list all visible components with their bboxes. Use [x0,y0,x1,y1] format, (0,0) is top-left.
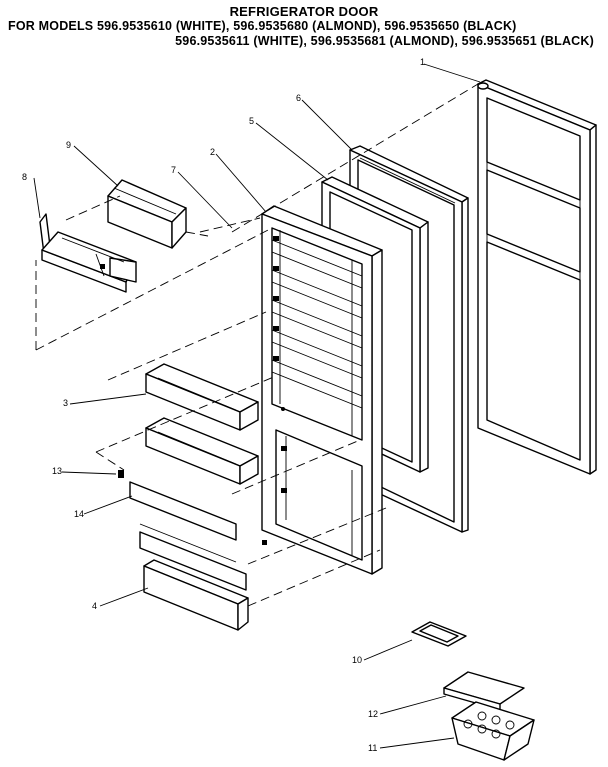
callout-11: 11 [368,743,377,753]
callout-4: 4 [92,601,97,611]
callout-2: 2 [210,147,215,157]
part-9-dairy-door [107,179,187,249]
callout-14: 14 [74,509,84,519]
part-4-door-bin [143,559,249,631]
callout-5: 5 [249,116,254,126]
part-8-dairy-compartment [39,213,137,293]
callout-9: 9 [66,140,71,150]
models-line-1: FOR MODELS 596.9535610 (WHITE), 596.9535… [8,19,517,33]
callout-13: 13 [52,466,62,476]
part-3-door-shelf-upper [145,363,259,431]
callout-8: 8 [22,172,27,182]
diagram-header: REFRIGERATOR DOOR FOR MODELS 596.9535610… [0,4,608,49]
callout-leaders [33,63,481,749]
callout-labels: 1 6 5 2 7 9 8 3 13 14 4 10 12 11 [22,57,425,753]
part-3-door-shelf-lower [145,417,259,485]
part-2-door-liner [261,205,383,575]
models-line-2: 596.9535611 (WHITE), 596.9535681 (ALMOND… [175,34,594,48]
callout-1: 1 [420,57,425,67]
part-10-small-cover [411,621,467,647]
callout-7: 7 [171,165,176,175]
part-1-door-outer-panel [477,79,597,475]
callout-6: 6 [296,93,301,103]
callout-3: 3 [63,398,68,408]
part-11-egg-tray [451,701,535,761]
part-14-shelf-front [129,481,267,591]
callout-12: 12 [368,709,378,719]
assembly-guide-lines [35,83,479,607]
callout-10: 10 [352,655,362,665]
part-13-clip [118,470,124,478]
diagram-title: REFRIGERATOR DOOR [229,4,379,19]
